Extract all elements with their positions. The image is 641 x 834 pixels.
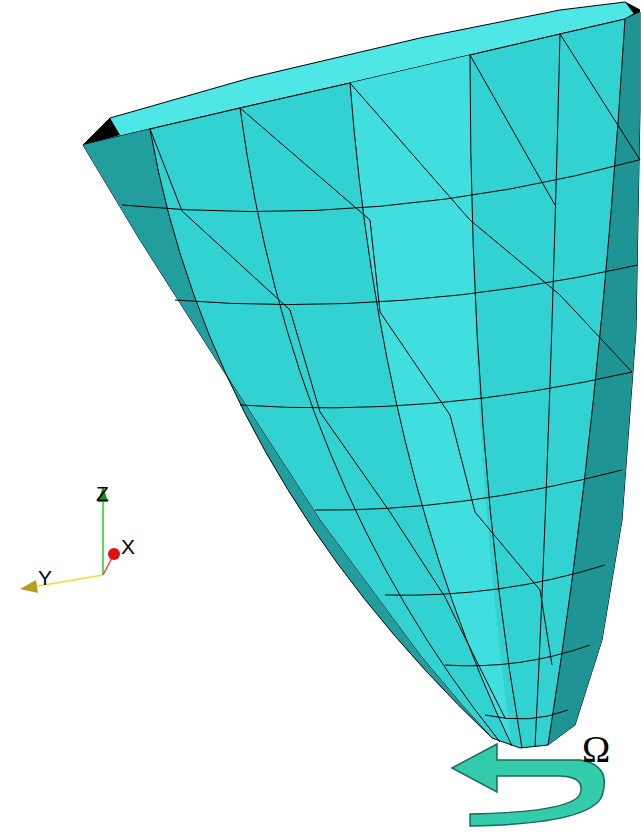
rotation-arrow xyxy=(452,744,604,826)
light-facet xyxy=(350,55,512,746)
y-arrowhead xyxy=(20,580,38,593)
z-axis xyxy=(102,498,104,575)
x-marker xyxy=(108,548,120,560)
paraboloid-body xyxy=(83,12,640,748)
axis-label: Y xyxy=(38,567,52,588)
mesh-lines xyxy=(122,19,640,748)
axis-label: Z xyxy=(96,483,109,504)
rotation-label: Ω xyxy=(582,730,610,768)
shaded-band xyxy=(548,12,640,745)
axis-label: X xyxy=(121,536,135,557)
